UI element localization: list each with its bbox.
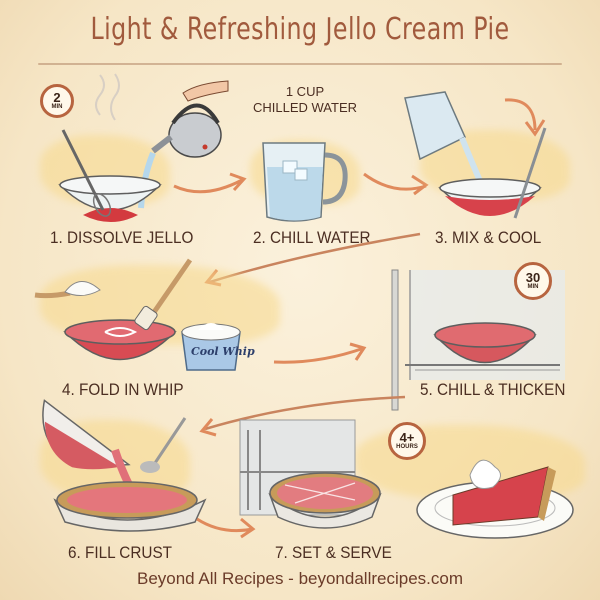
step-2-label: 2. CHILL WATER bbox=[253, 228, 371, 247]
arrow-icon bbox=[173, 172, 247, 194]
step-6-label: 6. FILL CRUST bbox=[68, 543, 173, 562]
step-7-label: 7. SET & SERVE bbox=[275, 543, 392, 562]
footer-credit: Beyond All Recipes - beyondallrecipes.co… bbox=[136, 569, 463, 588]
pie-slice-illustration bbox=[416, 459, 574, 539]
timer-icon: 2 MIN bbox=[40, 84, 74, 118]
step-1-label: 1. DISSOLVE JELLO bbox=[50, 228, 194, 247]
timer-icon: 4+ HOURS bbox=[388, 422, 426, 460]
page-title: Light & Refreshing Jello Cream Pie bbox=[90, 12, 510, 47]
step-5-label: 5. CHILL & THICKEN bbox=[420, 380, 566, 399]
step-4-label: 4. FOLD IN WHIP bbox=[62, 380, 184, 399]
title-underline bbox=[38, 63, 562, 65]
dissolve-illustration bbox=[58, 73, 229, 222]
cool-whip-label: Cool Whip bbox=[191, 345, 255, 358]
mix-illustration bbox=[404, 91, 547, 219]
fill-crust-illustration bbox=[42, 399, 207, 532]
arrow-icon bbox=[363, 172, 429, 196]
fold-whip-illustration bbox=[34, 258, 241, 371]
chilled-water-note: 1 CUP CHILLED WATER bbox=[252, 84, 357, 115]
timer-icon: 30 MIN bbox=[514, 262, 552, 300]
arrow-icon bbox=[273, 342, 367, 364]
measuring-cup-illustration bbox=[262, 142, 348, 222]
step-3-label: 3. MIX & COOL bbox=[435, 228, 542, 247]
arrow-icon bbox=[199, 395, 406, 437]
covered-pie-illustration bbox=[268, 472, 382, 529]
arrow-icon bbox=[196, 517, 256, 539]
